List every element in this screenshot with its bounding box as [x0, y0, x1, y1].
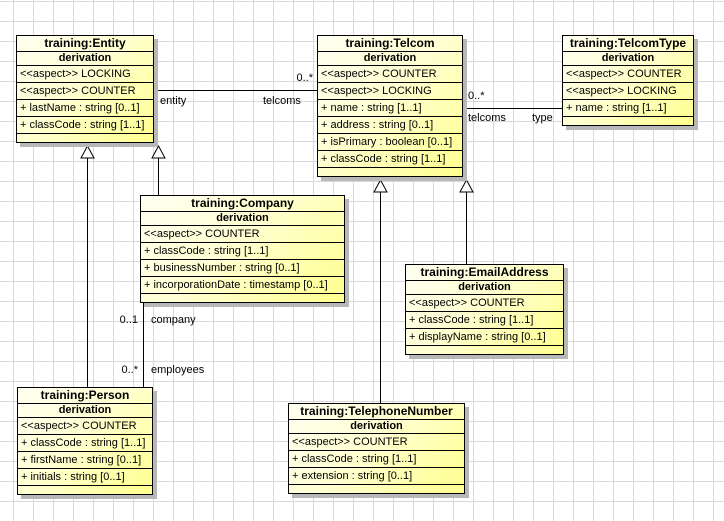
- class-title: training:TelcomType: [563, 36, 693, 52]
- box-footer: [563, 117, 693, 125]
- multiplicity-label-telcoms[interactable]: 0..*: [296, 72, 313, 84]
- attribute-row[interactable]: + classCode : string [1..1]: [289, 451, 464, 468]
- association-company-employees-line[interactable]: [143, 303, 144, 387]
- aspect-row[interactable]: <<aspect>> COUNTER: [318, 66, 462, 83]
- box-footer: [18, 486, 152, 494]
- class-box-training-company[interactable]: training:Company derivation <<aspect>> C…: [140, 195, 345, 303]
- class-title: training:Entity: [17, 36, 153, 52]
- role-label-entity[interactable]: entity: [160, 95, 187, 107]
- attribute-row[interactable]: + isPrimary : boolean [0..1]: [318, 134, 462, 151]
- class-stereotype: derivation: [17, 52, 153, 66]
- class-box-training-person[interactable]: training:Person derivation <<aspect>> CO…: [17, 387, 153, 495]
- class-stereotype: derivation: [318, 52, 462, 66]
- role-label-type[interactable]: type: [532, 112, 553, 124]
- class-title: training:TelephoneNumber: [289, 404, 464, 420]
- aspect-row[interactable]: <<aspect>> COUNTER: [563, 66, 693, 83]
- class-title: training:Company: [141, 196, 344, 212]
- attribute-row[interactable]: + name : string [1..1]: [563, 100, 693, 117]
- multiplicity-label-employees[interactable]: 0..*: [121, 364, 138, 376]
- aspect-row[interactable]: <<aspect>> COUNTER: [17, 83, 153, 100]
- aspect-row[interactable]: <<aspect>> LOCKING: [318, 83, 462, 100]
- role-label-telcoms[interactable]: telcoms: [263, 95, 301, 107]
- box-footer: [141, 294, 344, 302]
- attribute-row[interactable]: + displayName : string [0..1]: [406, 329, 563, 346]
- multiplicity-label-telcoms-2[interactable]: 0..*: [468, 90, 485, 102]
- attribute-row[interactable]: + firstName : string [0..1]: [18, 452, 152, 469]
- class-title: training:Person: [18, 388, 152, 404]
- generalization-arrow-icon: [151, 145, 166, 159]
- aspect-row[interactable]: <<aspect>> COUNTER: [141, 226, 344, 243]
- role-label-company[interactable]: company: [151, 314, 196, 326]
- attribute-row[interactable]: + name : string [1..1]: [318, 100, 462, 117]
- aspect-row[interactable]: <<aspect>> LOCKING: [563, 83, 693, 100]
- generalization-arrow-icon: [80, 145, 95, 159]
- attribute-row[interactable]: + initials : string [0..1]: [18, 469, 152, 486]
- class-stereotype: derivation: [406, 281, 563, 295]
- generalization-person-entity-line[interactable]: [87, 158, 88, 387]
- class-box-training-telcom[interactable]: training:Telcom derivation <<aspect>> CO…: [317, 35, 463, 177]
- class-stereotype: derivation: [563, 52, 693, 66]
- aspect-row[interactable]: <<aspect>> COUNTER: [406, 295, 563, 312]
- attribute-row[interactable]: + incorporationDate : timestamp [0..1]: [141, 277, 344, 294]
- box-footer: [406, 346, 563, 354]
- attribute-row[interactable]: + classCode : string [1..1]: [17, 117, 153, 134]
- generalization-arrow-icon: [459, 179, 474, 193]
- association-telcoms-type-line[interactable]: [463, 108, 562, 109]
- class-stereotype: derivation: [141, 212, 344, 226]
- class-box-training-telephonenumber[interactable]: training:TelephoneNumber derivation <<as…: [288, 403, 465, 494]
- attribute-row[interactable]: + address : string [0..1]: [318, 117, 462, 134]
- generalization-emailaddress-telcom-line[interactable]: [466, 192, 467, 264]
- aspect-row[interactable]: <<aspect>> COUNTER: [289, 434, 464, 451]
- attribute-row[interactable]: + classCode : string [1..1]: [141, 243, 344, 260]
- box-footer: [17, 134, 153, 142]
- role-label-employees[interactable]: employees: [151, 364, 205, 376]
- attribute-row[interactable]: + extension : string [0..1]: [289, 468, 464, 485]
- aspect-row[interactable]: <<aspect>> LOCKING: [17, 66, 153, 83]
- box-footer: [318, 168, 462, 176]
- class-box-training-emailaddress[interactable]: training:EmailAddress derivation <<aspec…: [405, 264, 564, 355]
- role-label-telcoms-2[interactable]: telcoms: [468, 112, 506, 124]
- attribute-row[interactable]: + businessNumber : string [0..1]: [141, 260, 344, 277]
- class-stereotype: derivation: [289, 420, 464, 434]
- class-title: training:Telcom: [318, 36, 462, 52]
- attribute-row[interactable]: + classCode : string [1..1]: [406, 312, 563, 329]
- attribute-row[interactable]: + classCode : string [1..1]: [318, 151, 462, 168]
- class-box-training-telcomtype[interactable]: training:TelcomType derivation <<aspect>…: [562, 35, 694, 126]
- generalization-telephonenumber-telcom-line[interactable]: [380, 192, 381, 403]
- class-title: training:EmailAddress: [406, 265, 563, 281]
- attribute-row[interactable]: + lastName : string [0..1]: [17, 100, 153, 117]
- attribute-row[interactable]: + classCode : string [1..1]: [18, 435, 152, 452]
- association-entity-telcoms-line[interactable]: [154, 90, 317, 91]
- multiplicity-label-company[interactable]: 0..1: [119, 314, 138, 326]
- class-stereotype: derivation: [18, 404, 152, 418]
- generalization-company-entity-line[interactable]: [158, 158, 159, 195]
- aspect-row[interactable]: <<aspect>> COUNTER: [18, 418, 152, 435]
- class-box-training-entity[interactable]: training:Entity derivation <<aspect>> LO…: [16, 35, 154, 143]
- box-footer: [289, 485, 464, 493]
- generalization-arrow-icon: [373, 179, 388, 193]
